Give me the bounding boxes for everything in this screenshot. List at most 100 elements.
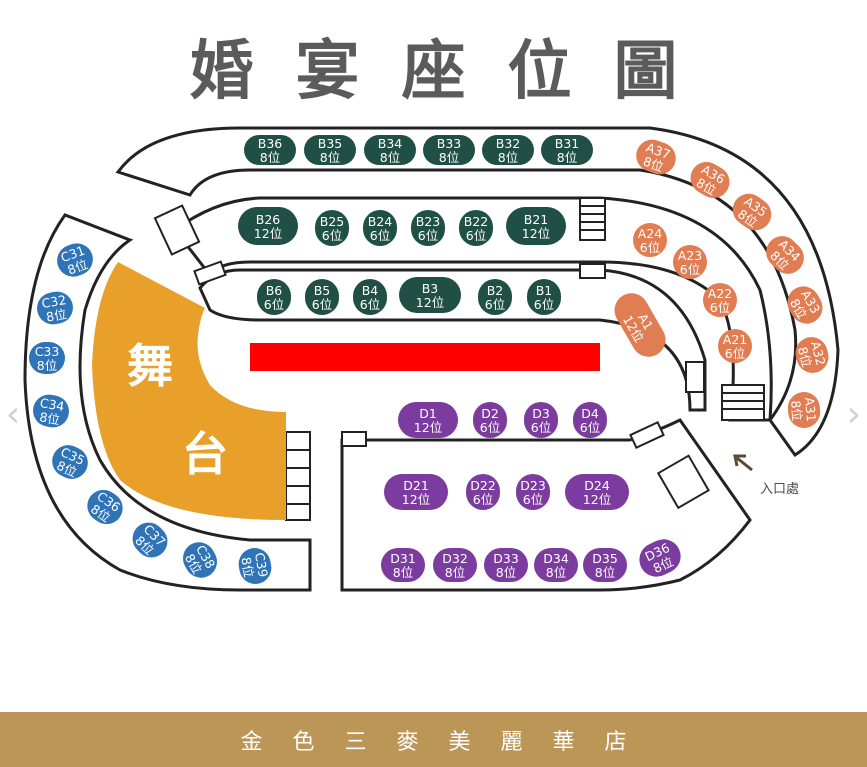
table-shape bbox=[565, 474, 629, 510]
stage-label-2: 台 bbox=[182, 427, 228, 481]
table-id: D23 bbox=[520, 478, 546, 493]
table-seats: 6位 bbox=[580, 420, 600, 435]
table-seats: 6位 bbox=[466, 228, 486, 243]
table-shape bbox=[524, 402, 558, 438]
table-seats: 8位 bbox=[393, 565, 413, 580]
table-seats: 8位 bbox=[65, 257, 89, 278]
table-seats: 6位 bbox=[485, 297, 505, 312]
table-id: D21 bbox=[403, 478, 429, 493]
table-seats: 8位 bbox=[238, 556, 256, 579]
table-id: B26 bbox=[256, 212, 281, 227]
table-seats: 8位 bbox=[788, 400, 805, 422]
table-shape bbox=[399, 277, 461, 313]
table-seats: 6位 bbox=[534, 297, 554, 312]
table-seats: 8位 bbox=[498, 150, 518, 165]
table-shape bbox=[57, 243, 93, 277]
table-shape bbox=[364, 135, 416, 165]
table-id: A31 bbox=[802, 397, 819, 423]
table-seats: 6位 bbox=[418, 228, 438, 243]
table-shape bbox=[690, 162, 730, 198]
table-shape bbox=[506, 207, 566, 245]
table-id: C32 bbox=[40, 292, 67, 311]
table-shape bbox=[257, 279, 291, 315]
table-seats: 12位 bbox=[402, 492, 430, 507]
table-shape bbox=[732, 193, 772, 231]
table-id: D3 bbox=[532, 406, 550, 421]
table-seats: 8位 bbox=[38, 409, 61, 427]
table-shape bbox=[473, 402, 507, 438]
table-shape bbox=[639, 539, 681, 577]
table-seats: 6位 bbox=[264, 297, 284, 312]
chevron-left-icon[interactable]: ‹ bbox=[5, 394, 21, 435]
table-id: A32 bbox=[808, 340, 829, 368]
table-seats: 12位 bbox=[583, 492, 611, 507]
page-title: 婚宴座位圖 bbox=[189, 35, 720, 109]
table-id: A22 bbox=[708, 286, 732, 301]
table-id: B3 bbox=[422, 281, 439, 296]
table-seats: 6位 bbox=[531, 420, 551, 435]
table-seats: 6位 bbox=[710, 300, 730, 315]
chevron-right-icon[interactable]: › bbox=[846, 394, 862, 435]
table-id: A23 bbox=[678, 248, 702, 263]
table-shape bbox=[29, 342, 65, 374]
table-id: B35 bbox=[318, 136, 342, 151]
table-id: D33 bbox=[493, 551, 519, 566]
table-id: C33 bbox=[35, 344, 60, 359]
table-shape bbox=[534, 548, 578, 582]
table-id: D2 bbox=[481, 406, 499, 421]
table-shape bbox=[398, 402, 458, 438]
table-seats: 8位 bbox=[557, 150, 577, 165]
